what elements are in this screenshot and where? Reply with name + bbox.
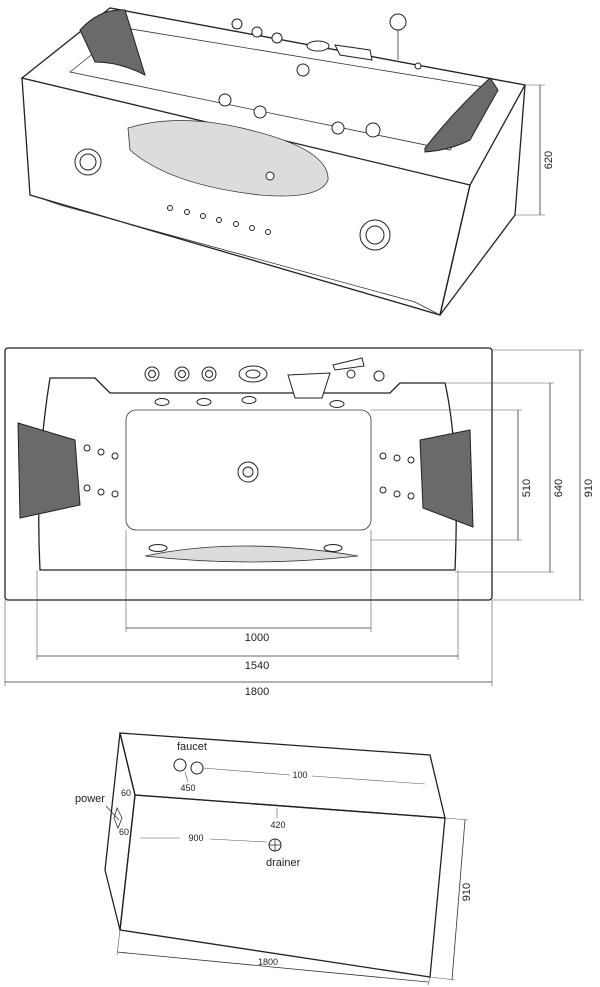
drainer-label: drainer [266,857,301,869]
install-width-line [451,819,466,981]
mid-width-label: 640 [553,479,565,497]
faucet-label: faucet [177,741,207,753]
front-left-jet-inner [79,153,97,171]
drain-offset-line [209,838,268,843]
faucet-offset-line [311,775,426,785]
tub-front-skirt [39,197,441,316]
front-button-row [167,205,271,235]
power-label: power [75,793,105,805]
faucet-fittings [231,13,422,70]
top-right-headrest [419,429,474,528]
basin-window [127,120,329,197]
inner-jet [253,105,267,119]
basin-drain-icon [265,171,275,181]
top-outer-outline [4,347,493,601]
outer-length-label: 1800 [245,686,269,698]
isometric-view: 620 [20,7,555,316]
install-view: faucet 100 450 power 60 60 900 420 drain… [75,732,473,986]
top-front-jet [323,544,343,552]
install-width-label: 910 [461,883,473,901]
faucet-depth-label: 450 [180,783,195,793]
power-outlet-icon [113,806,123,830]
top-right-jets [379,452,415,500]
faucet-offset-line [202,767,291,776]
top-left-jets [83,444,119,498]
faucet-offset-label: 100 [292,770,307,780]
height-dim-label: 620 [543,151,555,169]
install-length-label: 1800 [258,957,278,967]
tub-side-panel [439,84,526,316]
inner-width-label: 510 [521,479,533,497]
top-left-headrest [17,422,81,519]
left-headrest [79,9,146,76]
install-length-line [116,951,429,983]
top-basin [125,409,372,531]
right-headrest [424,77,499,153]
top-horizontal-dims [4,530,493,686]
power-bottom-label: 60 [119,827,129,837]
drain-offset-label: 900 [188,833,203,843]
power-leader [105,805,120,821]
power-top-label: 60 [121,788,131,798]
drain-depth-label: 420 [270,820,285,830]
inner-jet [218,93,232,107]
inner-jet [296,63,310,77]
faucet-depth-line [184,771,189,783]
mid-length-label: 1540 [245,660,269,672]
tub-front-panel [21,77,471,316]
top-drain-icon-inner [242,466,254,478]
top-back-fittings [144,357,385,408]
faucet-hole-icon [173,758,187,772]
front-right-jet-inner [365,225,385,245]
top-vertical-dims [371,349,584,601]
top-basin-window [144,545,359,563]
top-view: 1000 1540 1800 510 640 910 [4,347,595,698]
inner-length-label: 1000 [245,632,269,644]
install-box-top [119,732,446,819]
faucet-hole-icon [190,761,204,775]
outer-width-label: 910 [583,479,595,497]
inner-jet [331,121,345,135]
top-front-jet [148,544,168,552]
inner-jet [365,122,381,138]
